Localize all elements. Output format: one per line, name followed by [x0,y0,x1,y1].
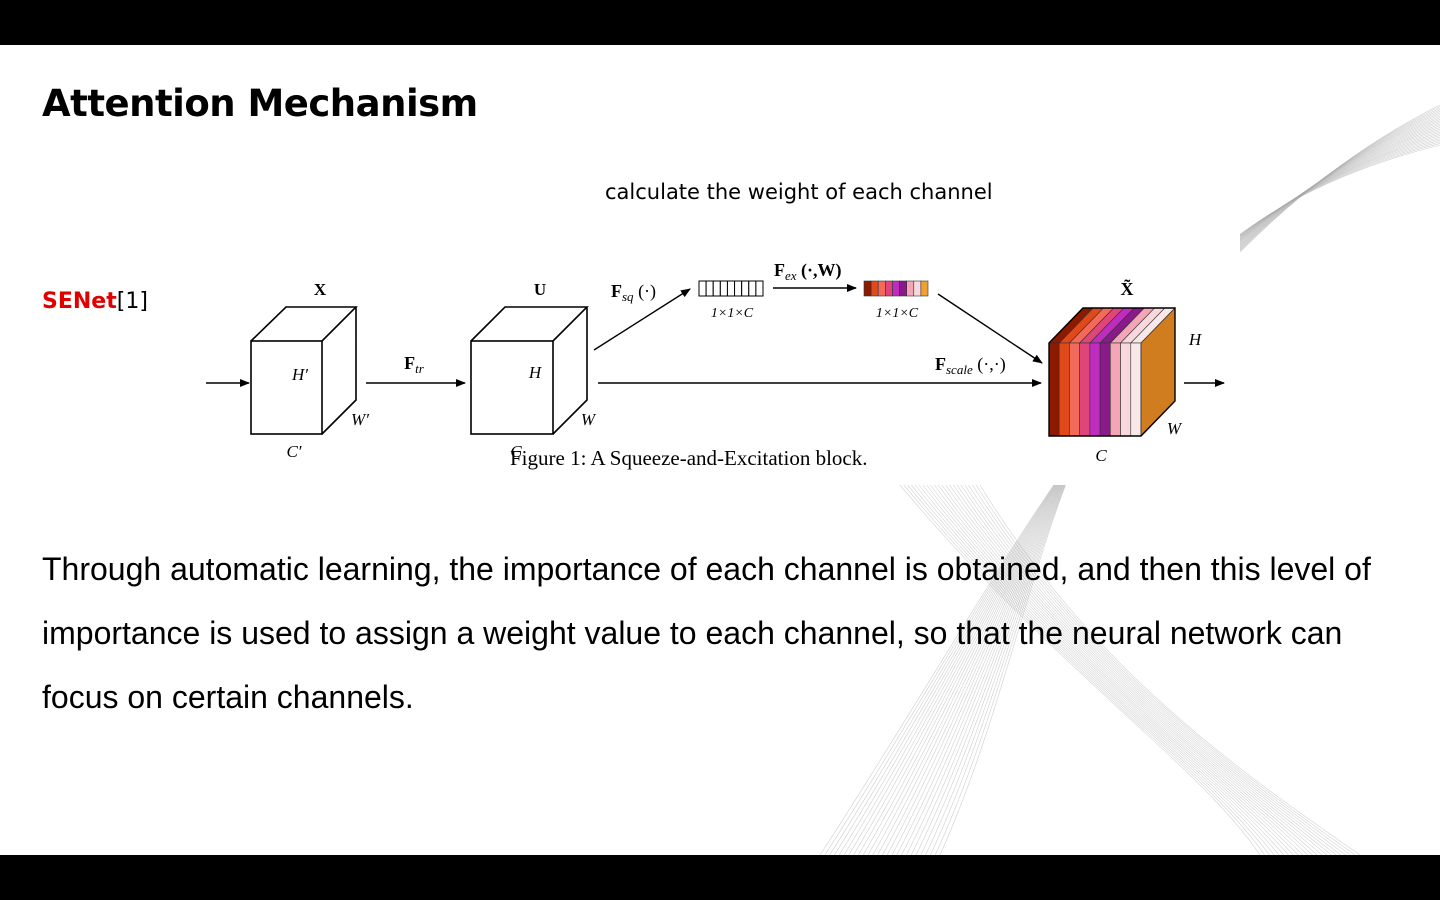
excitation-vector [863,280,929,297]
squeeze-vector-cell [712,280,721,297]
senet-label: SENet [42,289,117,314]
excitation-vector-cell [870,280,879,297]
output-slice-front [1058,342,1070,437]
squeeze-vector-cell [748,280,757,297]
excitation-vector-cell [906,280,915,297]
wave-line [972,484,1351,855]
slide: Attention Mechanism SENet[1] calculate t… [0,45,1440,855]
wave-line [945,484,1318,855]
wave-line [960,484,1337,855]
squeeze-vector-cell [755,280,764,297]
excitation-vector-cell [863,280,872,297]
input-tensor-label: X [314,280,327,299]
excitation-vector-cell [920,280,929,297]
output-slice-front [1120,342,1132,437]
feature-channels-label: C [510,442,522,461]
citation-marker: [1] [116,289,148,314]
wave-line [979,484,1361,855]
excitation-label: Fex (·,W) [774,260,842,283]
output-slice-front [1110,342,1121,437]
feature-width-label: W [581,410,597,429]
wave-line [899,484,1261,855]
input-tensor-cube [250,306,358,435]
scale-label: Fscale (·,·) [935,354,1006,377]
output-tensor-label: X̃ [1121,279,1134,299]
squeeze-vector-dims: 1×1×C [711,306,754,321]
output-slice-front [1079,342,1091,437]
wave-line [934,484,1304,855]
excitation-vector-cell [899,280,907,297]
output-slice-front [1069,342,1080,437]
wave-line [918,484,1285,855]
wave-line [956,484,1332,855]
figure-caption: Figure 1: A Squeeze-and-Excitation block… [510,446,868,470]
output-slice-front [1089,342,1101,437]
wave-line [964,484,1342,855]
wave-line [953,484,1327,855]
transform-label: Ftr [404,353,425,376]
squeeze-arrow [593,288,691,351]
wave-line [911,484,1275,855]
excitation-vector-cell [913,280,922,297]
squeeze-vector [698,280,764,297]
se-block-diagram: X H′ W′ C′ Ftr U H W C Fsq (·) 1×1×C Fex [190,213,1240,485]
output-tensor-cube [1048,307,1176,437]
squeeze-vector-cell [734,280,743,297]
wave-line [903,484,1266,855]
wave-line [968,484,1346,855]
output-slice-front [1048,342,1060,437]
squeeze-vector-cell [726,280,736,297]
squeeze-vector-cell [705,280,714,297]
feature-height-label: H [528,363,543,382]
output-slice-front [1099,342,1111,437]
slide-title: Attention Mechanism [42,82,478,125]
wave-line [941,484,1313,855]
output-height-label: H [1188,330,1203,349]
channel-weight-callout: calculate the weight of each channel [605,180,993,204]
excitation-vector-dims: 1×1×C [876,306,919,321]
squeeze-vector-cell [719,280,728,297]
output-cube-outline [1048,307,1176,437]
wave-line [930,484,1299,855]
input-channels-label: C′ [286,442,301,461]
wave-line [975,484,1356,855]
output-width-label: W [1167,419,1183,438]
senet-reference: SENet[1] [42,289,148,314]
input-height-label: H′ [291,365,308,384]
input-width-label: W′ [351,410,369,429]
se-block-figure: X H′ W′ C′ Ftr U H W C Fsq (·) 1×1×C Fex [206,260,1225,465]
wave-line [907,484,1270,855]
excitation-vector-cell [877,280,886,297]
output-channels-label: C [1095,446,1107,465]
feature-tensor-label: U [534,280,546,299]
wave-line [949,484,1323,855]
excitation-vector-cell [885,280,893,297]
body-paragraph: Through automatic learning, the importan… [42,551,1371,715]
wave-line [922,484,1289,855]
excitation-vector-cell [892,280,900,297]
squeeze-label: Fsq (·) [611,281,656,304]
weights-to-output-arrow [937,293,1043,364]
squeeze-vector-cell [741,280,750,297]
squeeze-vector-cell [698,280,707,297]
feature-tensor-cube [470,306,589,435]
wave-line [926,484,1294,855]
output-slice-front [1130,342,1142,437]
wave-line [937,484,1308,855]
wave-line [915,484,1280,855]
